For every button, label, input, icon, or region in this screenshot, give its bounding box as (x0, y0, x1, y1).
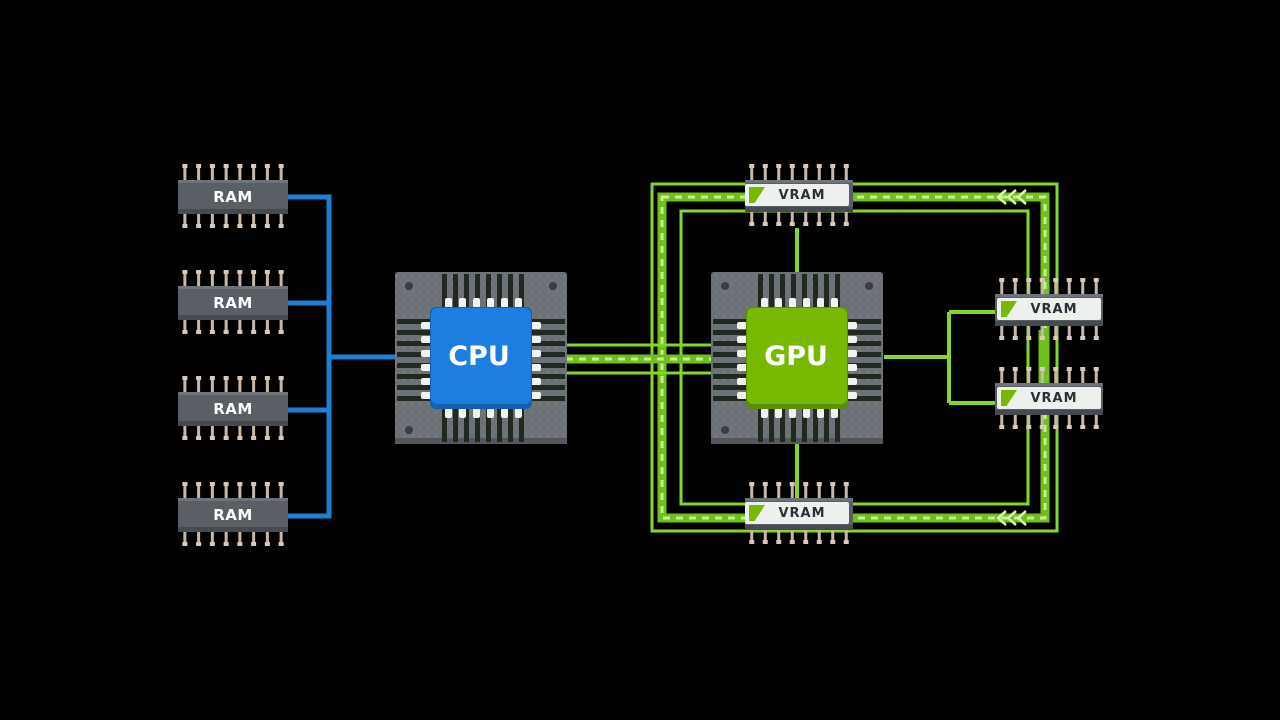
cpu-chip (395, 272, 567, 444)
vram-tag-right-lower: VRAM (997, 387, 1101, 409)
chevron-arrow-icon (996, 189, 1027, 526)
gpu-memory-bus (566, 182, 1059, 533)
ram-chip-group (178, 164, 288, 546)
gpu-pins (737, 298, 857, 418)
vram-tag-bottom: VRAM (745, 502, 849, 524)
cpu-pins (421, 298, 541, 418)
cpu-die (431, 308, 531, 404)
vram-label-right-lower: VRAM (1030, 390, 1078, 406)
vram-tag-top: VRAM (745, 184, 849, 206)
gpu-chip (711, 272, 883, 444)
nvidia-flag-icon (1001, 390, 1017, 406)
gpu-die (747, 308, 847, 404)
ram-label-3: RAM (213, 400, 253, 418)
nvidia-flag-icon (749, 505, 765, 521)
ram-label-2: RAM (213, 294, 253, 312)
gpu-label: GPU (764, 340, 828, 372)
cpu-traces (397, 274, 565, 442)
ram-chip-1 (178, 164, 288, 228)
nvidia-flag-icon (1001, 301, 1017, 317)
vram-tag-right-upper: VRAM (997, 298, 1101, 320)
cpu-label: CPU (448, 340, 510, 372)
vram-label-bottom: VRAM (778, 505, 826, 521)
ram-chip-4 (178, 482, 288, 546)
ram-label-4: RAM (213, 506, 253, 524)
ram-chip-2 (178, 270, 288, 334)
nvidia-flag-icon (749, 187, 765, 203)
ram-label-1: RAM (213, 188, 253, 206)
ram-bus (282, 194, 401, 519)
gpu-traces (713, 274, 881, 442)
vram-label-right-upper: VRAM (1030, 301, 1078, 317)
ram-chip-3 (178, 376, 288, 440)
vram-label-top: VRAM (778, 187, 826, 203)
